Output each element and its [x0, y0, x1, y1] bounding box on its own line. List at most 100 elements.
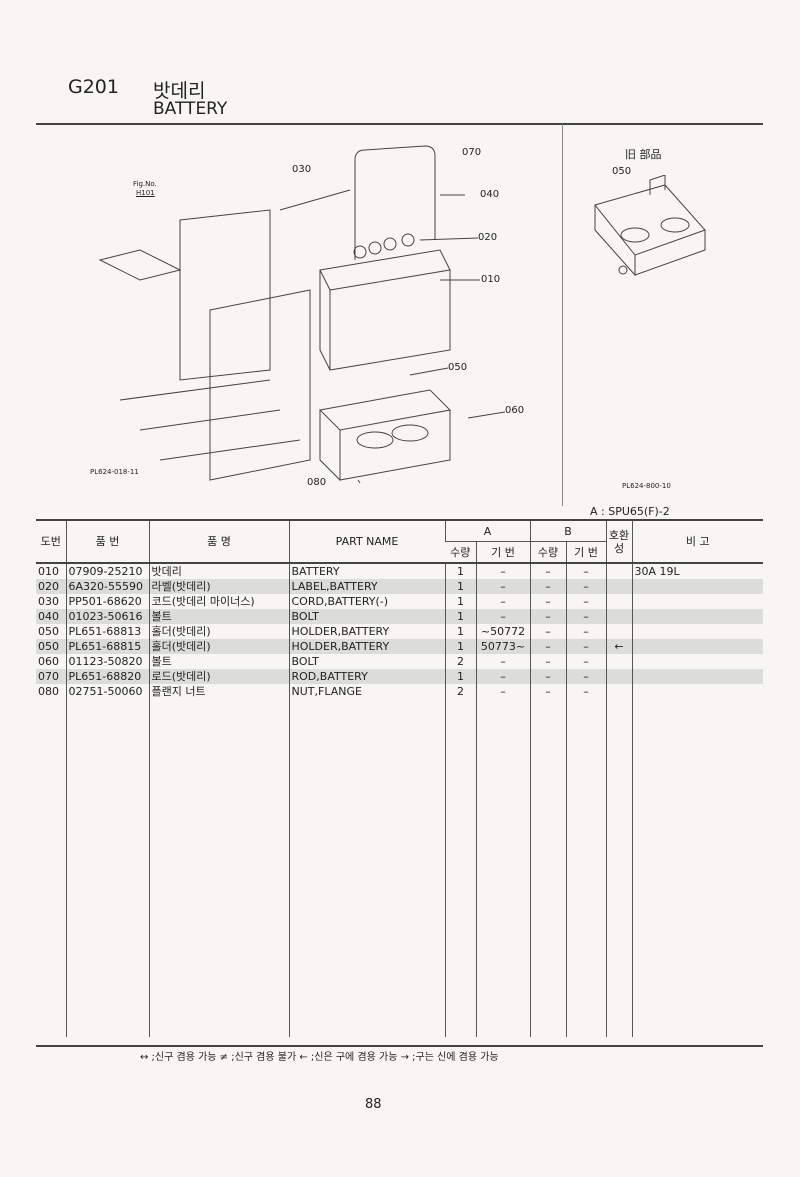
row-part-no: PL651-68813: [65, 624, 149, 639]
row-a-qty: 1: [444, 563, 476, 579]
callout-060: 060: [505, 405, 525, 416]
row-compat: [605, 609, 632, 624]
row-a-serial: –: [475, 594, 530, 609]
row-a-serial: –: [475, 654, 530, 669]
row-compat: ←: [605, 639, 632, 654]
row-b-qty: –: [529, 639, 566, 654]
row-name-ko: 로드(밧데리): [148, 669, 289, 684]
row-b-qty: –: [529, 624, 566, 639]
row-remarks: [631, 624, 763, 639]
callout-020: 020: [478, 232, 498, 243]
row-part-no: 01023-50616: [65, 609, 149, 624]
row-a-qty: 2: [444, 654, 476, 669]
table-filler: [36, 699, 763, 1037]
parts-table: 도번 품 번 품 명 PART NAME A B 호환성 비 고 수량 기 번 …: [36, 519, 763, 1037]
old-holder-drawing: [594, 175, 706, 277]
callout-010: 010: [481, 274, 501, 285]
row-a-qty: 1: [444, 579, 476, 594]
row-name-ko: 밧데리: [148, 563, 289, 579]
row-part-name: NUT,FLANGE: [288, 684, 445, 699]
callout-030: 030: [292, 164, 312, 175]
row-ref: 010: [38, 565, 59, 578]
row-b-qty: –: [529, 669, 566, 684]
row-remarks: 30A 19L: [631, 563, 763, 579]
row-a-serial: –: [475, 563, 530, 579]
header-b-serial: 기 번: [565, 541, 606, 563]
old-drawing-id: PL624-800-10: [622, 482, 671, 490]
row-part-name: BOLT: [288, 654, 445, 669]
row-remarks: [631, 609, 763, 624]
row-remarks: [631, 654, 763, 669]
row-remarks: [631, 594, 763, 609]
row-remarks: [631, 639, 763, 654]
callout-080: 080: [307, 477, 327, 488]
row-part-no: PL651-68815: [65, 639, 149, 654]
old-callout-050: 050: [612, 166, 632, 177]
row-a-serial: –: [475, 579, 530, 594]
row-compat: [605, 594, 632, 609]
row-compat: [605, 654, 632, 669]
row-remarks: [631, 669, 763, 684]
row-a-qty: 1: [444, 639, 476, 654]
row-ref: 020: [36, 579, 66, 594]
section-code: G201: [68, 76, 119, 98]
row-remarks: [631, 579, 763, 594]
page-number: 88: [365, 1097, 382, 1112]
row-name-ko: 라벨(밧데리): [148, 579, 289, 594]
row-compat: [605, 579, 632, 594]
row-b-qty: –: [529, 654, 566, 669]
header-compat: 호환성: [605, 520, 632, 563]
row-ref: 080: [38, 685, 59, 698]
row-b-serial: –: [565, 639, 606, 654]
row-part-no: PP501-68620: [65, 594, 149, 609]
diagram-divider: [562, 124, 563, 506]
row-part-no: 07909-25210: [65, 563, 149, 579]
row-a-qty: 1: [444, 594, 476, 609]
row-compat: [605, 563, 632, 579]
exploded-view-drawing: [98, 145, 506, 484]
row-part-name: CORD,BATTERY(-): [288, 594, 445, 609]
fig-no-link[interactable]: H101: [136, 189, 155, 197]
row-ref: 040: [36, 609, 66, 624]
row-a-qty: 2: [444, 684, 476, 699]
row-a-serial: –: [475, 609, 530, 624]
row-ref: 060: [38, 655, 59, 668]
row-name-ko: 홀더(밧데리): [148, 624, 289, 639]
callout-070: 070: [462, 147, 482, 158]
header-group-a: A: [444, 520, 530, 542]
header-remarks: 비 고: [631, 520, 763, 563]
row-part-name: HOLDER,BATTERY: [288, 624, 445, 639]
header-name-ko: 품 명: [148, 520, 289, 563]
header-a-serial: 기 번: [475, 541, 530, 563]
row-ref: 070: [36, 669, 66, 684]
row-name-ko: 코드(밧데리 마이너스): [148, 594, 289, 609]
header-a-qty: 수량: [450, 545, 471, 559]
row-part-no: 6A320-55590: [65, 579, 149, 594]
header-rule: [36, 123, 763, 125]
callout-050: 050: [448, 362, 468, 373]
row-b-serial: –: [565, 669, 606, 684]
row-b-serial: –: [565, 609, 606, 624]
row-name-ko: 볼트: [148, 654, 289, 669]
row-b-qty: –: [529, 684, 566, 699]
row-a-serial: –: [475, 669, 530, 684]
header-b-qty: 수량: [529, 541, 566, 563]
row-ref: 030: [38, 595, 59, 608]
row-b-serial: –: [565, 579, 606, 594]
row-b-serial: –: [565, 624, 606, 639]
row-name-ko: 홀더(밧데리): [148, 639, 289, 654]
row-a-serial: –: [475, 684, 530, 699]
row-b-qty: –: [529, 609, 566, 624]
row-b-serial: –: [565, 684, 606, 699]
row-ref: 050: [36, 639, 66, 654]
section-title-english: BATTERY: [153, 99, 228, 119]
row-compat: [605, 624, 632, 639]
row-part-name: BOLT: [288, 609, 445, 624]
